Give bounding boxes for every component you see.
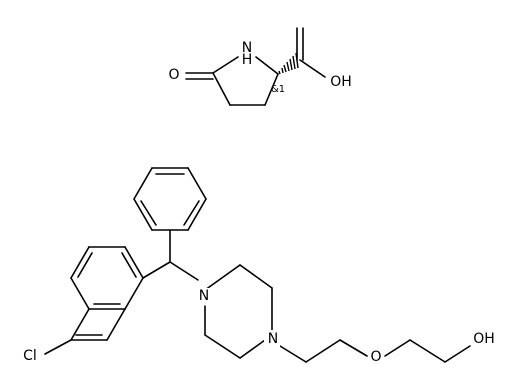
phenyl-ring-bonds <box>133 167 207 231</box>
ethoxyethanol-chain-bonds <box>279 339 471 363</box>
carboxyl-bonds <box>296 27 326 78</box>
stereo-hashed-bond <box>278 52 299 75</box>
atom-label-chlorine: Cl <box>23 348 37 364</box>
pyroglutamic-acid: O N H &1 OH <box>168 27 352 106</box>
chlorophenyl-ring-bonds <box>70 246 144 310</box>
atom-label-nitrogen-n: N <box>242 40 252 56</box>
methine-bonds <box>142 229 199 281</box>
atom-label-oxygen-ether: O <box>370 349 381 365</box>
atom-label-hydroxyl: OH <box>473 331 495 347</box>
hydroxyzine: Cl N N O OH <box>23 167 495 365</box>
chlorophenyl-lower-bonds <box>70 308 126 341</box>
piperazine-ring-bonds <box>204 264 273 359</box>
stereo-label: &1 <box>271 84 285 95</box>
atom-label-nitrogen-1: N <box>199 288 209 304</box>
pyroglutamic-ring-bonds <box>212 56 279 106</box>
atom-label-nitrogen-2: N <box>268 331 278 347</box>
c-cl-bond <box>44 339 72 355</box>
atom-label-oxygen-keto: O <box>168 67 179 83</box>
atom-label-hydroxyl-acid: OH <box>330 74 352 90</box>
atom-label-nitrogen-h: H <box>242 52 253 68</box>
lactam-carbonyl-double-bond <box>185 72 214 80</box>
